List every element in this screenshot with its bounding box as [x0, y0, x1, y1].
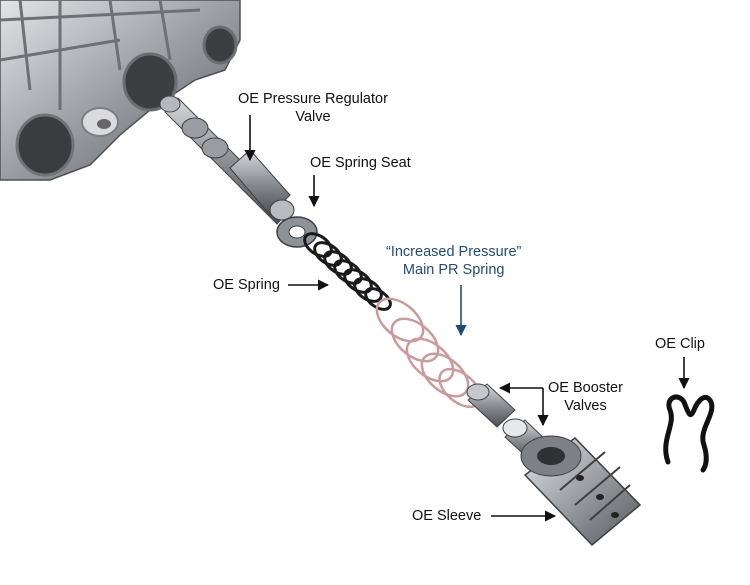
- increased-pressure-spring-label: “Increased Pressure” Main PR Spring: [386, 243, 521, 279]
- spring-seat-label: OE Spring Seat: [310, 154, 411, 172]
- oe-clip-label-text: OE Clip: [655, 336, 705, 352]
- pressure-regulator-valve-label-line1: OE Pressure Regulator: [238, 91, 388, 107]
- booster-valves-label: OE Booster Valves: [548, 379, 623, 415]
- oe-sleeve-label: OE Sleeve: [412, 507, 481, 525]
- spring-seat-part: [276, 216, 318, 248]
- oe-spring-label-text: OE Spring: [213, 277, 280, 293]
- oe-spring-label: OE Spring: [213, 276, 280, 294]
- increased-pressure-spring-label-line1: “Increased Pressure”: [386, 244, 522, 260]
- increased-pressure-spring-label-line2: Main PR Spring: [402, 262, 505, 278]
- booster-valves-label-line1: OE Booster: [548, 380, 623, 396]
- oe-clip-part: [663, 394, 715, 473]
- oe-sleeve-label-text: OE Sleeve: [412, 508, 482, 524]
- leader-arrows: [244, 115, 690, 522]
- pressure-regulator-valve-label: OE Pressure Regulator Valve: [238, 90, 388, 126]
- sleeve-part: [520, 435, 642, 547]
- oe-clip-label: OE Clip: [655, 335, 705, 353]
- booster-valves-label-line2: Valves: [564, 398, 607, 414]
- pressure-regulator-valve-label-line2: Valve: [295, 109, 331, 125]
- spring-seat-label-text: OE Spring Seat: [310, 155, 411, 171]
- oe-spring-part: [303, 232, 392, 311]
- pressure-regulator-valve-part: [159, 95, 295, 225]
- valve-body-casting: [0, 0, 241, 181]
